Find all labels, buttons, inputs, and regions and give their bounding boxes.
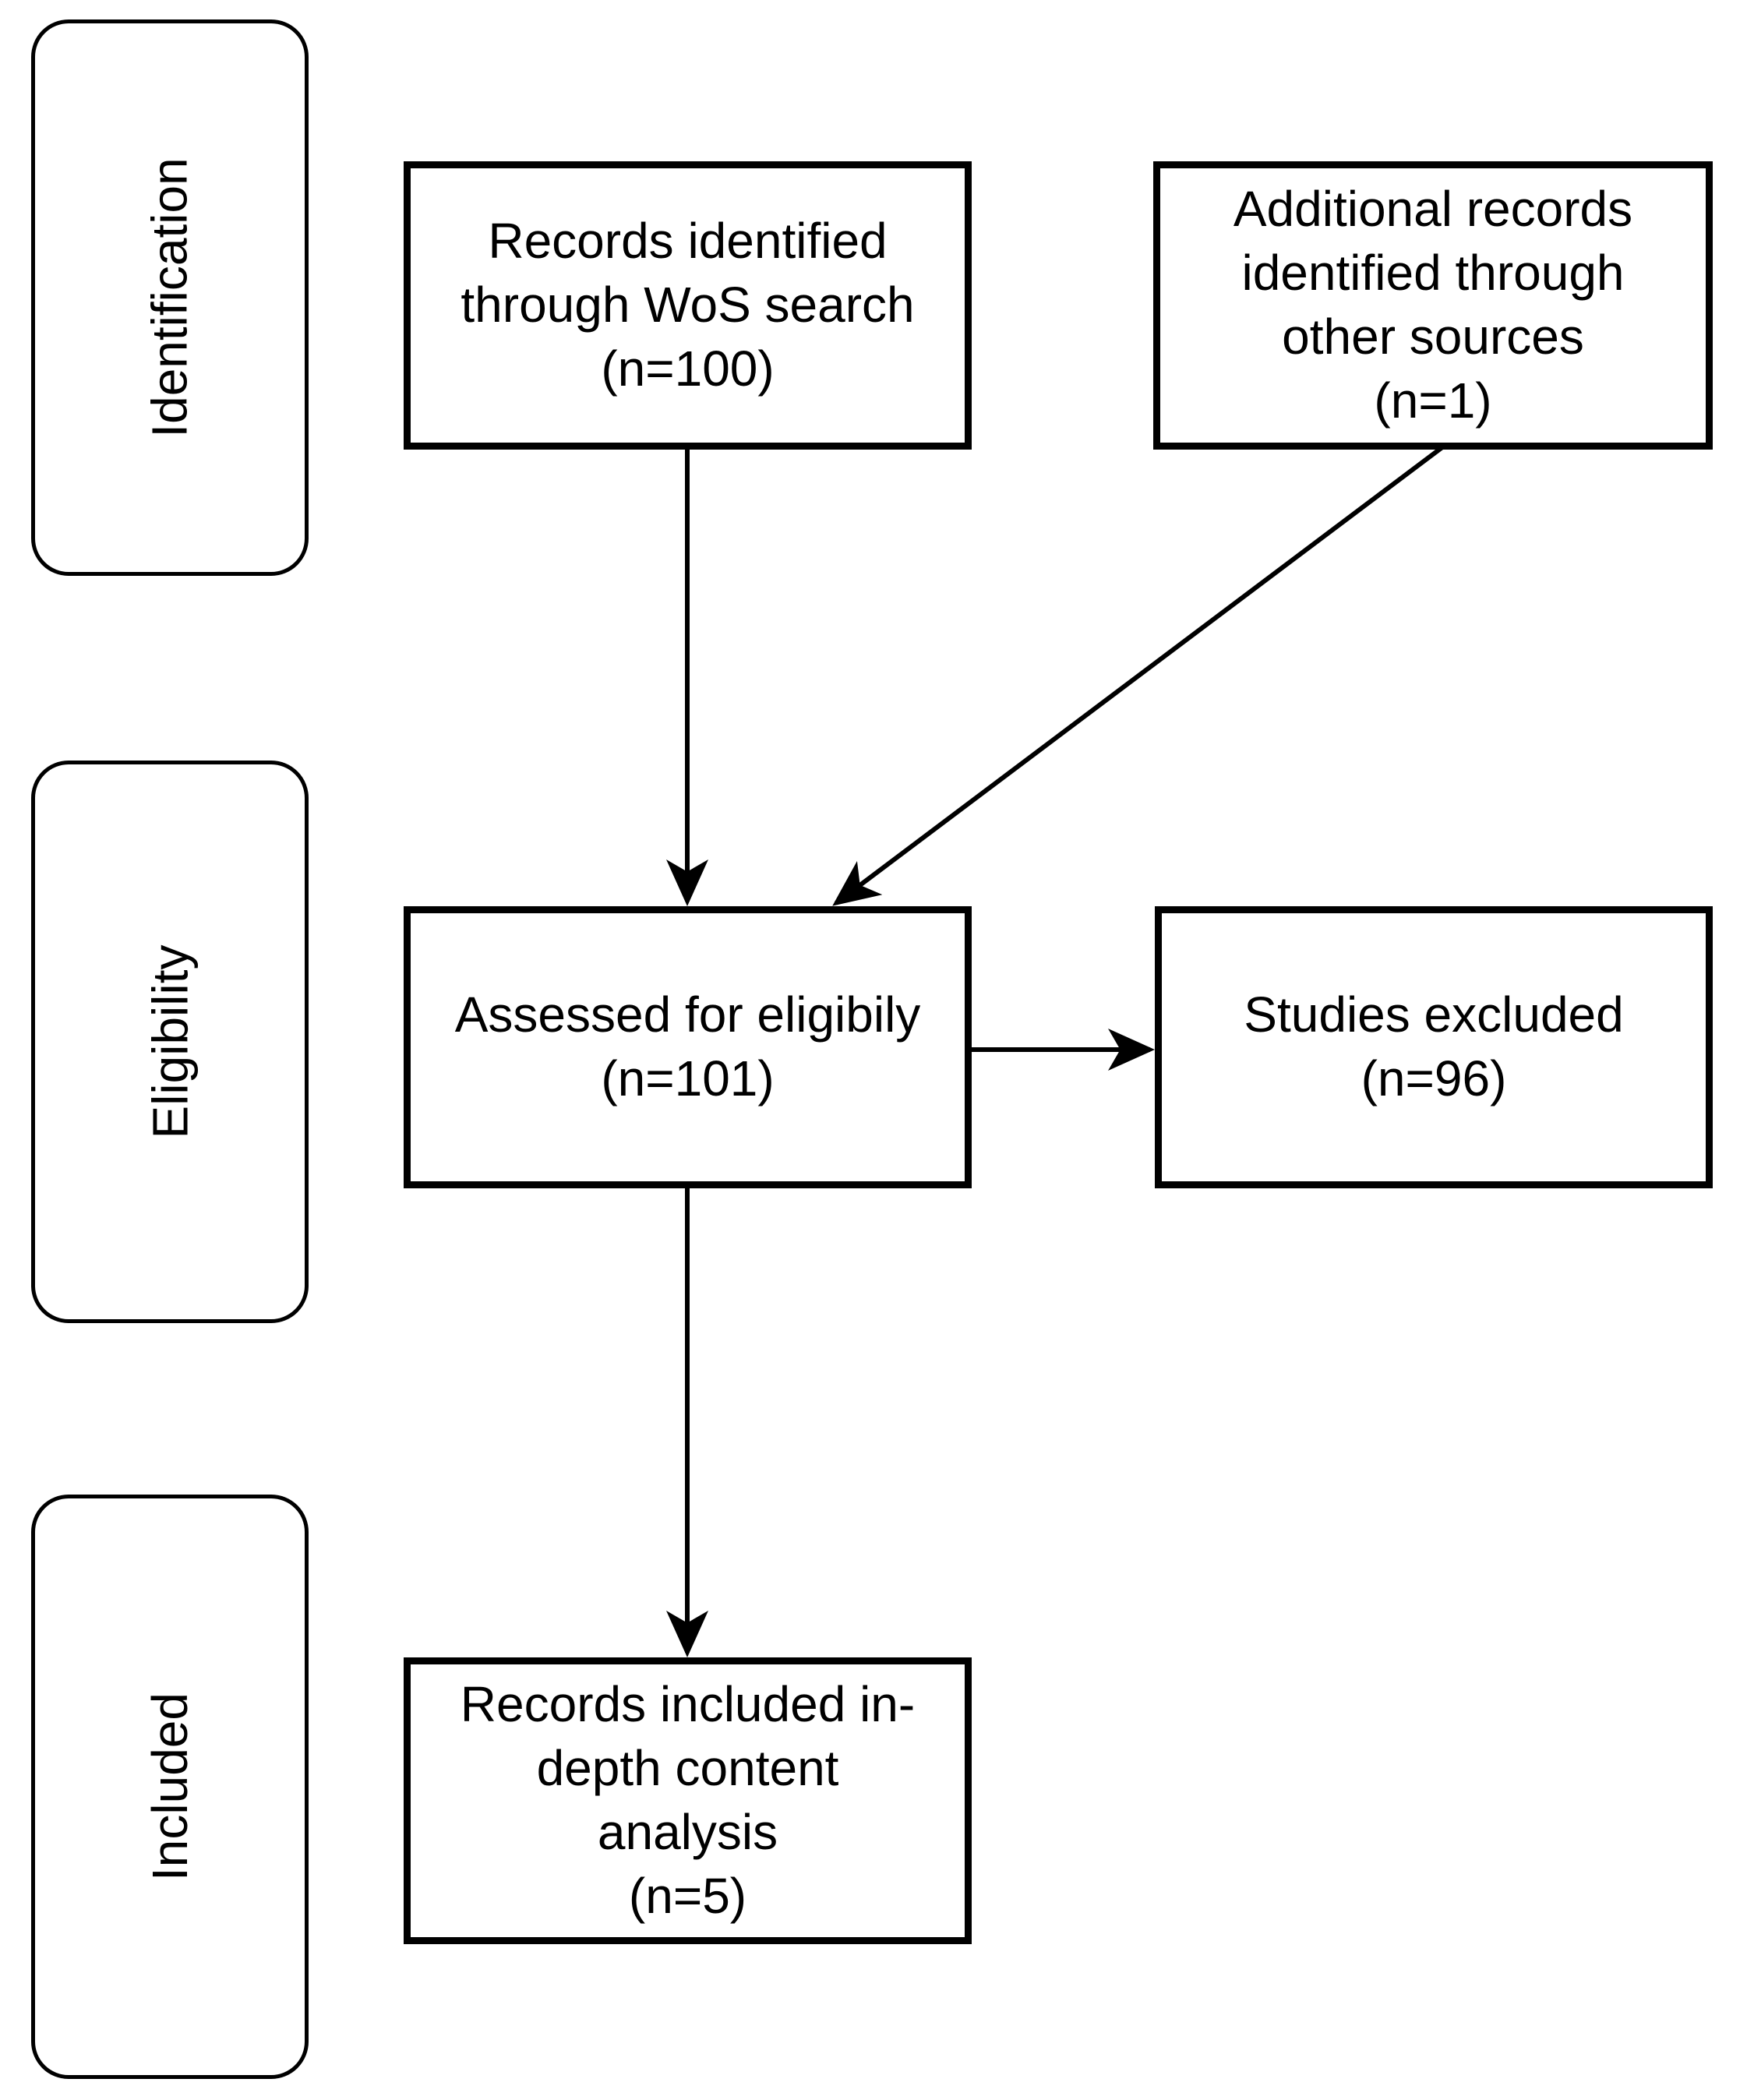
node-additional-records-text: Additional records identified through ot… (1233, 181, 1633, 429)
node-studies-excluded: Studies excluded (n=96) (1155, 906, 1713, 1188)
stage-label-included: Included (142, 1692, 198, 1881)
stage-label-eligibility: Eligibility (142, 944, 198, 1139)
node-assessed-for-eligibility: Assessed for eligibily (n=101) (404, 906, 972, 1188)
node-records-identified-text: Records identified through WoS search (n… (461, 213, 915, 397)
node-records-included: Records included in- depth content analy… (404, 1657, 972, 1944)
node-excluded-text: Studies excluded (n=96) (1244, 986, 1624, 1106)
stage-pill-included: Included (31, 1495, 309, 2079)
node-included-records-text: Records included in- depth content analy… (460, 1676, 916, 1924)
stage-pill-eligibility: Eligibility (31, 761, 309, 1323)
node-records-identified: Records identified through WoS search (n… (404, 161, 972, 450)
stage-label-identification: Identification (142, 157, 198, 438)
node-assessed-text: Assessed for eligibily (n=101) (454, 986, 921, 1106)
node-additional-records: Additional records identified through ot… (1153, 161, 1713, 450)
stage-pill-identification: Identification (31, 19, 309, 576)
arrow-additional-to-assessed (832, 445, 1444, 906)
